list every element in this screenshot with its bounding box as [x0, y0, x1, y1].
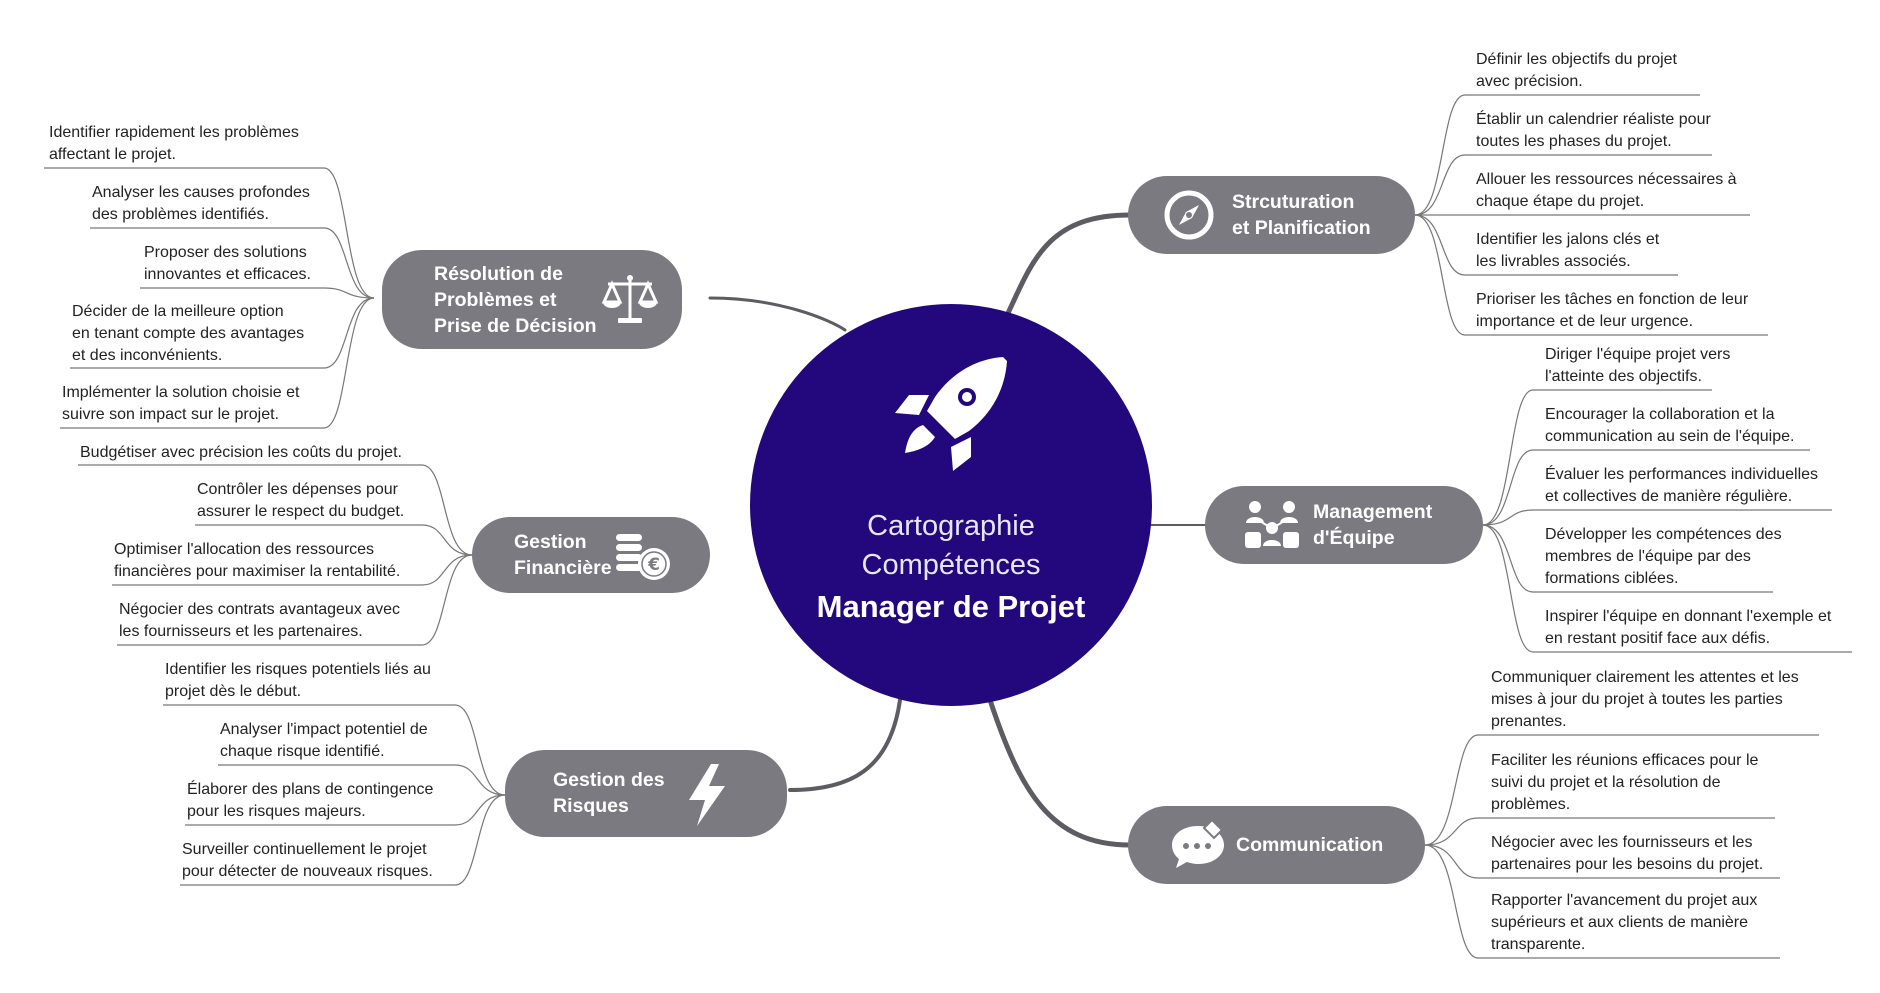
branch-resolution-line-1: Résolution de [434, 263, 563, 285]
branch-communication-line-1: Communication [1236, 834, 1384, 856]
branch-financiere[interactable]: Gestion Financière € [472, 517, 710, 593]
scales-icon [601, 275, 659, 323]
branch-resolution-line-2: Problèmes et [434, 289, 557, 311]
coins-euro-icon: € [616, 534, 670, 580]
branch-structuration[interactable]: Strcuturation et Planification [1128, 176, 1415, 254]
branch-structuration-line-2: et Planification [1232, 217, 1371, 239]
compass-icon [1164, 190, 1214, 240]
center-title-line-3: Manager de Projet [816, 589, 1086, 624]
chat-bubbles-icon [1172, 818, 1224, 868]
rocket-icon [895, 357, 1007, 471]
branch-financiere-line-2: Financière [514, 557, 612, 579]
center-title-line-2: Compétences [861, 549, 1041, 581]
branch-management[interactable]: Management d'Équipe [1205, 486, 1483, 564]
branch-resolution-line-3: Prise de Décision [434, 315, 597, 337]
central-topic[interactable]: Cartographie Compétences Manager de Proj… [750, 304, 1152, 706]
branch-risques[interactable]: Gestion des Risques [505, 750, 787, 837]
branch-structuration-line-1: Strcuturation [1232, 191, 1355, 213]
center-title-line-1: Cartographie [867, 510, 1035, 542]
branch-resolution[interactable]: Résolution de Problèmes et Prise de Déci… [382, 250, 682, 349]
branch-financiere-line-1: Gestion [514, 531, 587, 553]
management-item-5: Inspirer l'équipe en donnant l'exemple e… [1545, 608, 1832, 647]
team-icon [1245, 501, 1299, 548]
lightning-icon [689, 764, 725, 826]
branch-management-line-2: d'Équipe [1313, 527, 1395, 549]
financiere-item-1: Budgétiser avec précision les coûts du p… [80, 444, 402, 461]
branch-risques-line-2: Risques [553, 795, 629, 817]
communication-item-1: Communiquer clairement les attentes et l… [1491, 669, 1799, 730]
communication-item-2: Faciliter les réunions efficaces pour le… [1491, 752, 1759, 813]
risques-item-1: Identifier les risques potentiels liés a… [165, 661, 431, 700]
structuration-item-5: Prioriser les tâches en fonction de leur… [1476, 291, 1749, 330]
branch-risques-line-1: Gestion des [553, 769, 665, 791]
branch-communication[interactable]: Communication [1128, 806, 1425, 884]
branch-management-line-1: Management [1313, 501, 1433, 523]
svg-text:€: € [647, 555, 660, 575]
